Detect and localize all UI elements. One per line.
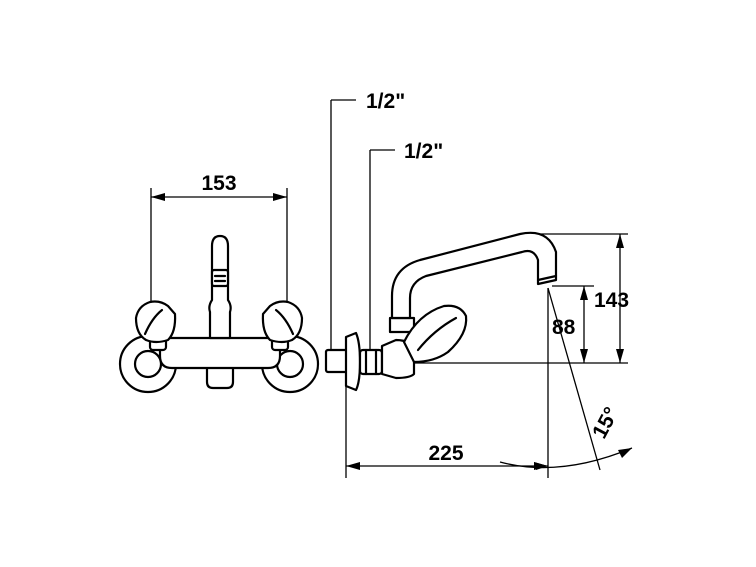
right-handle xyxy=(261,300,304,344)
side-view xyxy=(324,99,633,478)
left-handle xyxy=(134,300,177,344)
width-label: 153 xyxy=(201,172,236,195)
wall-flange xyxy=(344,331,362,392)
height-total-label: 143 xyxy=(594,289,629,312)
height-total-dimension xyxy=(616,234,624,363)
swivel-angle-dimension xyxy=(499,287,633,471)
front-view xyxy=(118,188,320,394)
bottom-outlet xyxy=(205,364,235,390)
swivel-angle-label: 15° xyxy=(588,404,623,443)
height-spout-dimension xyxy=(580,286,588,363)
side-handle xyxy=(402,304,468,364)
mixer-body-side xyxy=(380,338,416,380)
projection-label: 225 xyxy=(428,442,463,465)
union-nut xyxy=(358,348,384,376)
swivel-spout xyxy=(390,231,558,320)
aerator-front xyxy=(210,268,230,288)
mixer-body xyxy=(158,336,282,370)
thread-upper-label: 1/2" xyxy=(366,90,405,113)
thread-lower-label: 1/2" xyxy=(404,140,443,163)
height-spout-label: 88 xyxy=(552,316,576,339)
